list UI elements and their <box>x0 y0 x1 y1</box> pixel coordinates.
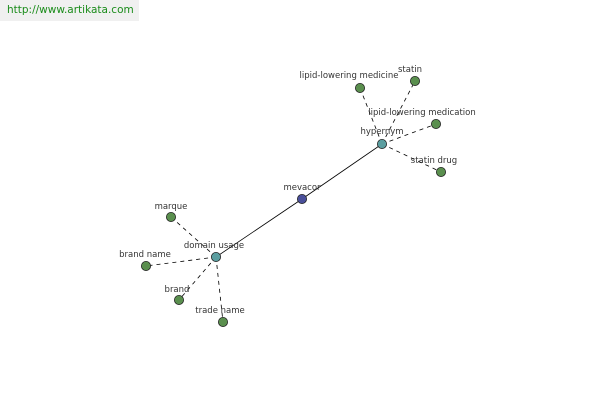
edge-domain-usage-brand <box>178 256 217 301</box>
node-marker-statin-drug[interactable] <box>435 166 446 177</box>
edge-domain-usage-brand-name <box>145 256 217 267</box>
node-marker-brand-name[interactable] <box>140 260 151 271</box>
node-label-mevacor: mevacor <box>283 183 321 193</box>
node-label-lipid-lowering-medicine: lipid-lowering medicine <box>300 71 399 81</box>
edge-mevacor-domain-usage <box>215 198 303 258</box>
node-marker-hypernym[interactable] <box>376 138 387 149</box>
edge-hypernym-statin-drug <box>381 143 442 173</box>
node-label-brand: brand <box>165 285 190 295</box>
graph-node-lipid-lowering-medication[interactable]: lipid-lowering medication <box>368 108 476 130</box>
edge-hypernym-lipid-lowering-medicine <box>359 87 383 145</box>
graph-node-hypernym[interactable]: hypernym <box>360 127 404 149</box>
site-url-link[interactable]: http://www.artikata.com <box>0 0 139 21</box>
node-label-statin-drug: statin drug <box>411 156 457 166</box>
node-marker-brand[interactable] <box>173 294 184 305</box>
node-label-brand-name: brand name <box>119 250 171 260</box>
node-marker-marque[interactable] <box>165 211 176 222</box>
node-marker-domain-usage[interactable] <box>210 251 221 262</box>
edge-mevacor-hypernym <box>301 143 383 200</box>
edge-domain-usage-marque <box>170 216 217 258</box>
node-label-marque: marque <box>155 202 188 212</box>
node-marker-trade-name[interactable] <box>217 316 228 327</box>
node-marker-lipid-lowering-medication[interactable] <box>430 119 441 130</box>
edge-hypernym-statin <box>381 80 416 145</box>
graph-node-domain-usage[interactable]: domain usage <box>184 241 244 262</box>
node-label-domain-usage: domain usage <box>184 241 244 251</box>
node-marker-lipid-lowering-medicine[interactable] <box>354 83 365 94</box>
node-label-hypernym: hypernym <box>360 127 403 137</box>
graph-node-lipid-lowering-medicine[interactable]: lipid-lowering medicine <box>300 71 399 94</box>
graph-node-mevacor[interactable]: mevacor <box>283 183 321 204</box>
node-label-lipid-lowering-medication: lipid-lowering medication <box>368 108 475 118</box>
node-label-statin: statin <box>398 65 422 75</box>
node-label-trade-name: trade name <box>195 306 244 316</box>
graph-node-trade-name[interactable]: trade name <box>195 306 245 327</box>
node-marker-statin[interactable] <box>409 76 420 87</box>
graph-node-statin-drug[interactable]: statin drug <box>411 156 457 177</box>
node-marker-mevacor[interactable] <box>296 193 307 204</box>
graph-node-marque[interactable]: marque <box>155 202 188 222</box>
graph-node-brand-name[interactable]: brand name <box>119 250 171 271</box>
graph-edges <box>145 80 442 323</box>
graph-node-brand[interactable]: brand <box>165 285 190 305</box>
graph-node-statin[interactable]: statin <box>398 65 422 87</box>
edge-hypernym-lipid-lowering-medication <box>381 123 437 145</box>
edge-domain-usage-trade-name <box>215 256 224 323</box>
